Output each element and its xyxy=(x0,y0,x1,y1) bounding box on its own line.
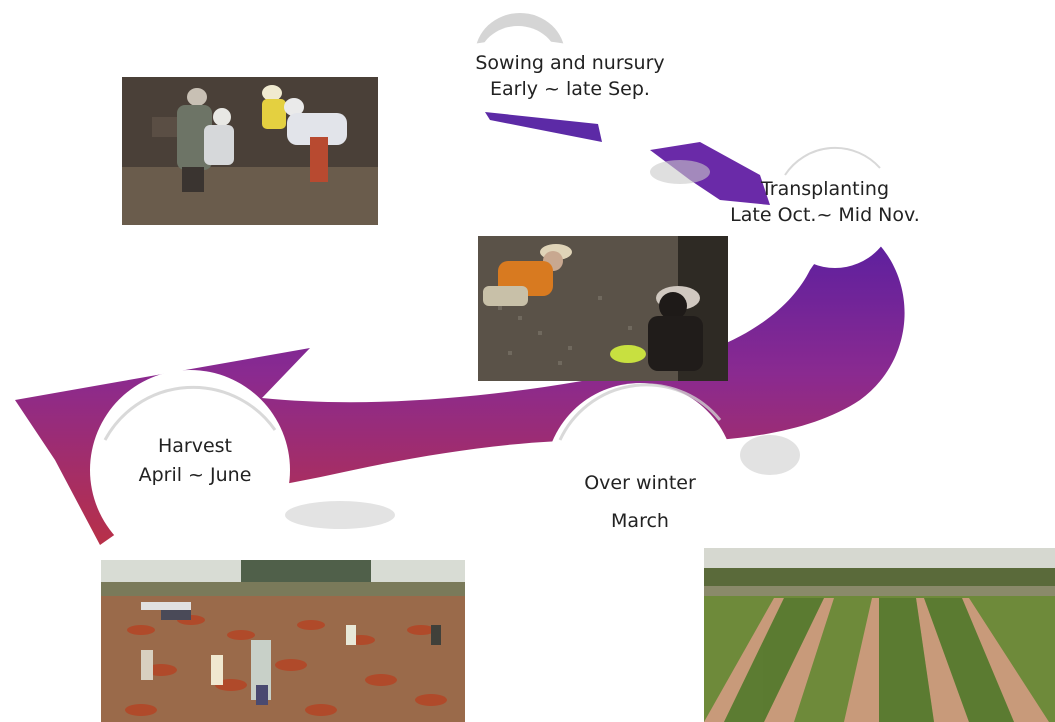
arrow-segment-top xyxy=(485,112,602,142)
harvest-photo xyxy=(101,560,465,722)
transplanting-stage-name: Transplanting xyxy=(695,176,955,202)
transplanting-photo xyxy=(478,236,728,381)
sowing-label: Sowing and nursury Early ~ late Sep. xyxy=(440,50,700,102)
harvest-stage-period: April ~ June xyxy=(95,461,295,490)
overwinter-label: Over winter March xyxy=(540,464,740,540)
overwinter-stage-period: March xyxy=(540,502,740,540)
overwinter-photo xyxy=(704,548,1055,722)
overwinter-stage-name: Over winter xyxy=(540,464,740,502)
harvest-stage-name: Harvest xyxy=(95,432,295,461)
sowing-stage-name: Sowing and nursury xyxy=(440,50,700,76)
transplanting-label: Transplanting Late Oct.~ Mid Nov. xyxy=(695,176,955,228)
sowing-photo xyxy=(122,77,378,225)
harvest-label: Harvest April ~ June xyxy=(95,432,295,490)
transplanting-stage-period: Late Oct.~ Mid Nov. xyxy=(695,202,955,228)
sowing-stage-period: Early ~ late Sep. xyxy=(440,76,700,102)
